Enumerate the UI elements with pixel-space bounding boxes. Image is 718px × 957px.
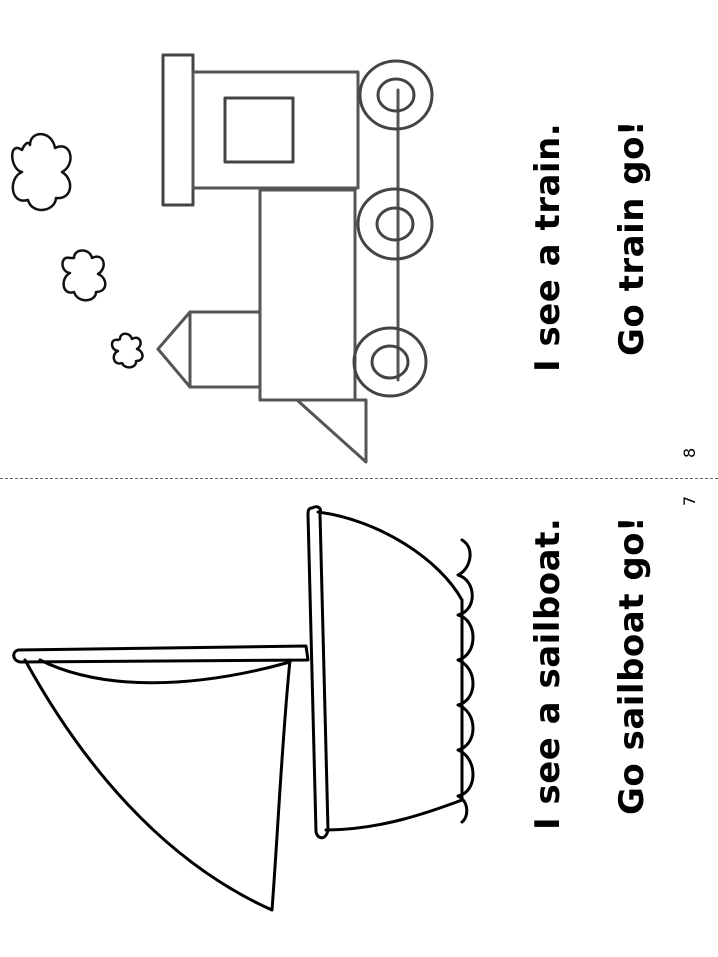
train-cab-roof (161, 53, 195, 207)
train-cowcatcher (295, 398, 368, 464)
sailboat-deck (306, 505, 330, 840)
sailboat-sail (23, 658, 292, 912)
sailboat-waves (456, 538, 475, 824)
train-wheel-1 (358, 59, 434, 131)
train-drawing (11, 53, 434, 464)
train-wheel-3 (352, 326, 428, 398)
sailboat-hull (316, 510, 464, 832)
fold-line (0, 478, 718, 479)
train-boiler (258, 188, 357, 402)
smoke-cloud-medium (61, 249, 107, 302)
sailboat-sail-curve (38, 658, 292, 685)
train-line-1: I see a train. (528, 122, 568, 372)
sailboat-line-1: I see a sailboat. (528, 517, 568, 830)
train-chimney-cap (156, 310, 192, 389)
sailboat-drawing (12, 505, 475, 912)
page-number-7: 7 (680, 495, 699, 506)
train-line-2: Go train go! (612, 120, 652, 356)
sailboat-line-2: Go sailboat go! (612, 515, 652, 815)
train-cab (191, 70, 360, 190)
smoke-cloud-large (11, 132, 72, 212)
sailboat-mast (12, 644, 310, 664)
train-chimney (188, 310, 262, 389)
train-wheel-2 (356, 187, 434, 261)
page-number-8: 8 (680, 447, 699, 458)
smoke-cloud-small (110, 332, 144, 369)
train-window (223, 96, 295, 164)
